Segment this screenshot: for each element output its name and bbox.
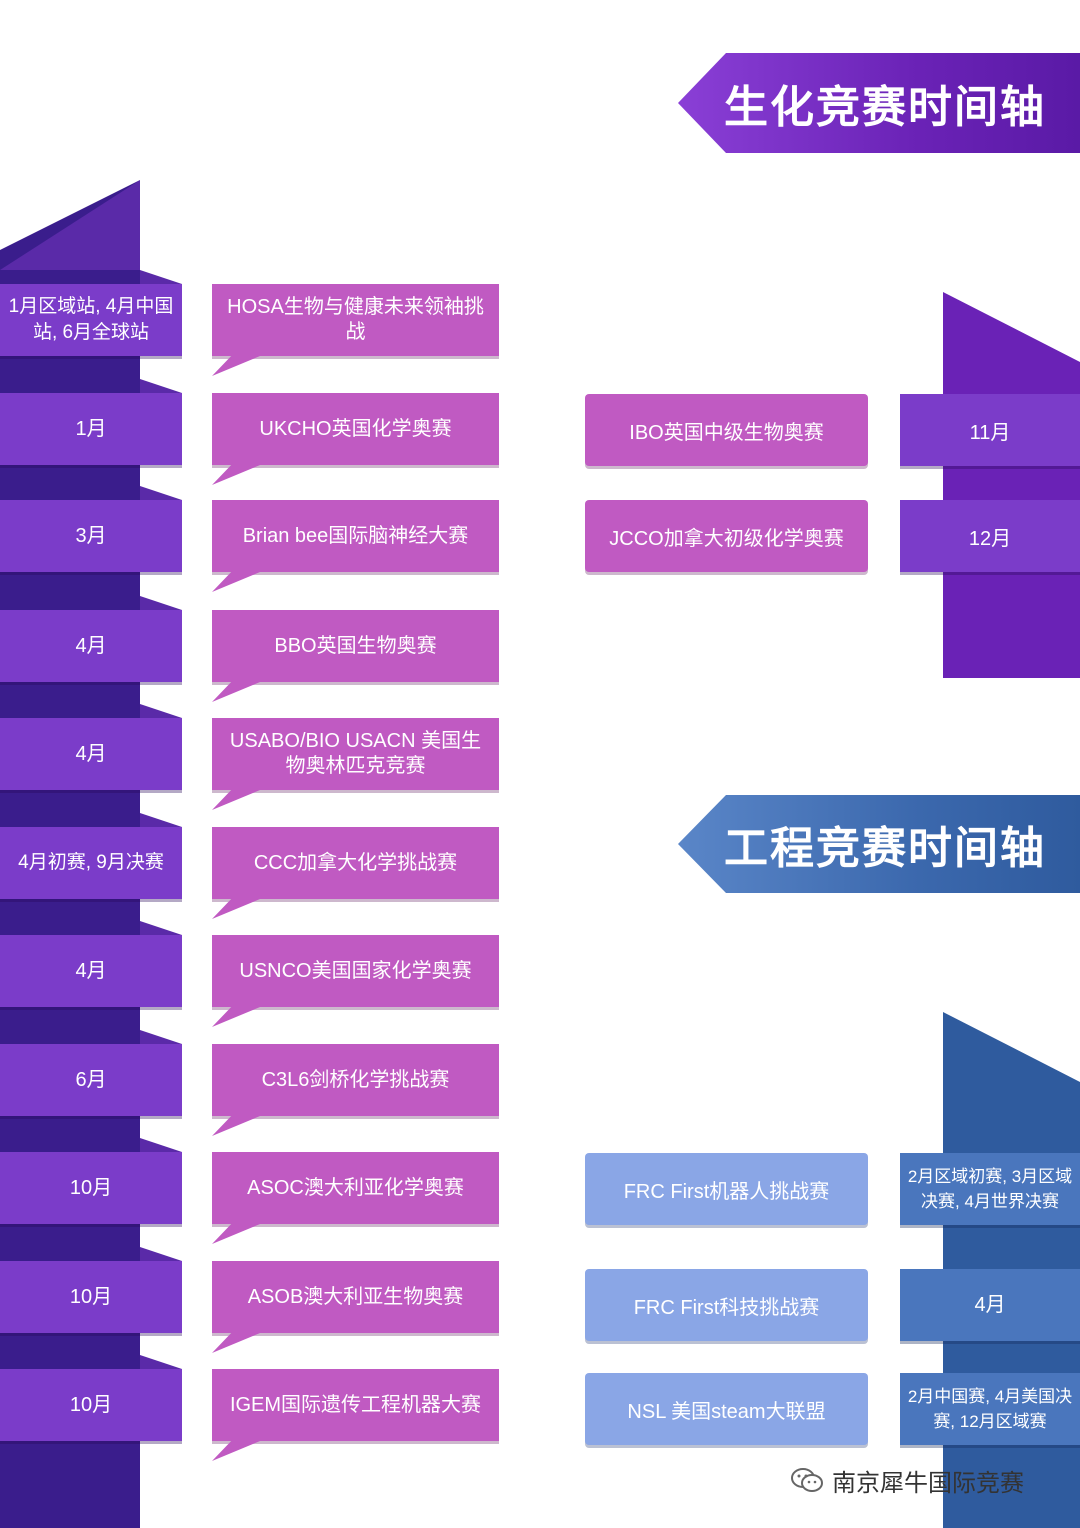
card-tail (212, 1116, 260, 1136)
card-tail (212, 572, 260, 592)
bio-date-tab: 3月 (0, 486, 182, 572)
card-tail (212, 682, 260, 702)
bio-date-tab: 1月区域站, 4月中国站, 6月全球站 (0, 270, 182, 356)
wechat-icon (791, 1468, 823, 1492)
card-tail (212, 1333, 260, 1353)
bio-competition-name: IGEM国际遗传工程机器大赛 (229, 1393, 482, 1416)
tab-fold (140, 1355, 182, 1369)
bio-competition-card: USNCO美国国家化学奥赛 (212, 935, 499, 1027)
bio-right-spine (943, 292, 1080, 678)
bio-date-label: 10月 (69, 1286, 113, 1308)
tab-fold (140, 596, 182, 610)
bio-competition-card: IGEM国际遗传工程机器大赛 (212, 1369, 499, 1461)
left-spine-top (0, 180, 140, 270)
bio-date-tab: 4月 (0, 596, 182, 682)
tab-fold (140, 921, 182, 935)
bio-right-date-tab: 12月 (900, 500, 1080, 572)
left-spine-cut (0, 180, 140, 250)
tab-fold (140, 486, 182, 500)
bio-date-label: 4月 (75, 960, 107, 982)
card-tail (212, 465, 260, 485)
eng-competition-name: FRC First机器人挑战赛 (623, 1180, 830, 1203)
bio-date-label: 6月 (75, 1069, 107, 1091)
bio-right-date-label: 12月 (968, 527, 1012, 550)
bio-competition-card: HOSA生物与健康未来领袖挑战 (212, 284, 499, 376)
bio-competition-name: CCC加拿大化学挑战赛 (253, 851, 458, 874)
bio-competition-name: Brian bee国际脑神经大赛 (242, 524, 469, 547)
eng-competition-name: FRC First科技挑战赛 (633, 1296, 820, 1319)
bio-competition-name: HOSA生物与健康未来领袖挑战 (227, 296, 484, 343)
bio-right-competition-card: IBO英国中级生物奥赛 (585, 394, 868, 466)
bio-competition-card: ASOC澳大利亚化学奥赛 (212, 1152, 499, 1244)
card-tail (212, 1007, 260, 1027)
bio-right-competition-name: IBO英国中级生物奥赛 (629, 421, 824, 444)
card-tail (212, 1441, 260, 1461)
tab-fold (140, 379, 182, 393)
eng-date-tab: 2月区域初赛, 3月区域决赛, 4月世界决赛 (900, 1153, 1080, 1225)
eng-date-tab: 4月 (900, 1269, 1080, 1341)
bio-date-tab: 4月初赛, 9月决赛 (0, 813, 182, 899)
bio-competition-card: BBO英国生物奥赛 (212, 610, 499, 702)
bio-timeline-title: 生化竞赛时间轴 (678, 53, 1080, 153)
eng-date-label: 2月中国赛, 4月美国决赛, 12月区域赛 (907, 1387, 1073, 1431)
eng-competition-card: FRC First机器人挑战赛 (585, 1153, 868, 1225)
bio-date-label: 1月 (75, 418, 107, 440)
eng-right-spine-top (943, 1012, 1080, 1082)
bio-right-date-label: 11月 (969, 421, 1011, 444)
eng-date-tab: 2月中国赛, 4月美国决赛, 12月区域赛 (900, 1373, 1080, 1445)
card-tail (212, 1224, 260, 1244)
bio-date-label: 10月 (69, 1394, 113, 1416)
bio-date-label: 4月 (75, 743, 107, 765)
eng-date-label: 2月区域初赛, 3月区域决赛, 4月世界决赛 (907, 1167, 1073, 1211)
tab-fold (140, 1247, 182, 1261)
bio-right-competition-card: JCCO加拿大初级化学奥赛 (585, 500, 868, 572)
tab-fold (140, 704, 182, 718)
bio-date-label: 1月区域站, 4月中国站, 6月全球站 (8, 296, 174, 343)
card-tail (212, 899, 260, 919)
bio-date-tab: 4月 (0, 704, 182, 790)
card-tail (212, 356, 260, 376)
bio-date-label: 4月 (75, 635, 107, 657)
tab-fold (140, 1138, 182, 1152)
card-tail (212, 790, 260, 810)
tab-fold (140, 270, 182, 284)
watermark-text: 南京犀牛国际竞赛 (832, 1469, 1024, 1497)
bio-competition-name: C3L6剑桥化学挑战赛 (261, 1068, 450, 1091)
bio-competition-card: C3L6剑桥化学挑战赛 (212, 1044, 499, 1136)
bio-date-tab: 10月 (0, 1355, 182, 1441)
bio-date-label: 10月 (69, 1177, 113, 1199)
bio-competition-card: USABO/BIO USACN 美国生物奥林匹克竞赛 (212, 718, 499, 810)
bio-right-spine-top (943, 292, 1080, 362)
eng-competition-card: FRC First科技挑战赛 (585, 1269, 868, 1341)
bio-competition-name: USNCO美国国家化学奥赛 (239, 959, 472, 982)
bio-competition-name: UKCHO英国化学奥赛 (259, 417, 452, 440)
bio-date-tab: 10月 (0, 1138, 182, 1224)
bio-right-competition-name: JCCO加拿大初级化学奥赛 (609, 527, 844, 550)
bio-competition-name: BBO英国生物奥赛 (274, 634, 437, 657)
bio-competition-card: Brian bee国际脑神经大赛 (212, 500, 499, 592)
tab-fold (140, 1030, 182, 1044)
bio-date-tab: 6月 (0, 1030, 182, 1116)
bio-competition-card: ASOB澳大利亚生物奥赛 (212, 1261, 499, 1353)
bio-right-date-tab: 11月 (900, 394, 1080, 466)
bio-competition-name: USABO/BIO USACN 美国生物奥林匹克竞赛 (229, 730, 482, 777)
bio-competition-name: ASOB澳大利亚生物奥赛 (247, 1285, 464, 1308)
bio-date-tab: 4月 (0, 921, 182, 1007)
eng-date-label: 4月 (974, 1293, 1006, 1316)
bio-date-label: 4月初赛, 9月决赛 (18, 852, 164, 873)
watermark: 南京犀牛国际竞赛 (790, 1462, 1070, 1498)
eng-timeline-title: 工程竞赛时间轴 (678, 795, 1080, 893)
bio-date-label: 3月 (75, 525, 107, 547)
bio-competition-name: ASOC澳大利亚化学奥赛 (247, 1176, 464, 1199)
bio-date-tab: 1月 (0, 379, 182, 465)
bio-date-tab: 10月 (0, 1247, 182, 1333)
bio-competition-card: CCC加拿大化学挑战赛 (212, 827, 499, 919)
tab-fold (140, 813, 182, 827)
eng-competition-name: NSL 美国steam大联盟 (627, 1400, 826, 1423)
eng-competition-card: NSL 美国steam大联盟 (585, 1373, 868, 1445)
bio-competition-card: UKCHO英国化学奥赛 (212, 393, 499, 485)
